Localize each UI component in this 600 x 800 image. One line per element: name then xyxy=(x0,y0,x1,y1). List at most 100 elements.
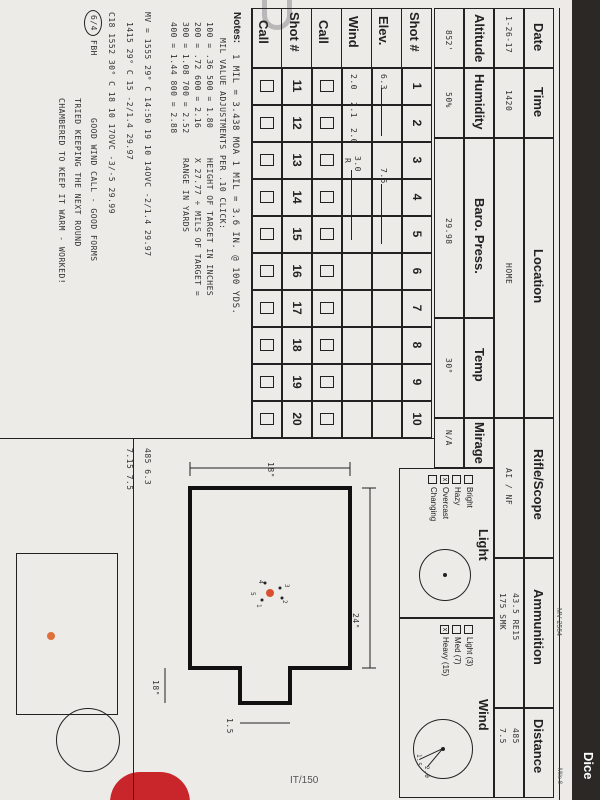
notes-heading: Notes: xyxy=(231,12,242,44)
shot-number: 13 xyxy=(290,153,304,167)
elev-value-4: 7.5 xyxy=(379,168,388,184)
call-checkbox[interactable] xyxy=(260,228,274,240)
wind-option-med: Med (7) xyxy=(453,637,462,665)
light-overcast-checkbox[interactable]: x xyxy=(440,475,449,484)
call-checkbox[interactable] xyxy=(320,117,334,129)
shot-number: 5 xyxy=(410,230,424,238)
call-checkbox[interactable] xyxy=(320,413,334,425)
call-checkbox[interactable] xyxy=(320,376,334,388)
secondary-target-circle xyxy=(56,708,120,772)
wind-heavy-checkbox[interactable]: x xyxy=(440,625,449,634)
wind-light-checkbox[interactable] xyxy=(464,625,473,634)
shot-mark-4: 1 xyxy=(255,604,262,609)
date-value: 1-26-17 xyxy=(504,16,513,54)
call-checkbox[interactable] xyxy=(320,154,334,166)
call-checkbox[interactable] xyxy=(260,302,274,314)
rifle-label: Rifle/Scope xyxy=(531,449,546,520)
ammo-label: Ammunition xyxy=(531,589,546,665)
wind-option-heavy: Heavy (15) xyxy=(441,637,450,677)
light-option-bright: Bright xyxy=(465,487,474,508)
call-checkbox[interactable] xyxy=(260,413,274,425)
data-book-page xyxy=(0,0,572,800)
mirage-label: Mirage xyxy=(472,422,487,464)
light-changing-checkbox[interactable] xyxy=(428,475,437,484)
grid-cell xyxy=(372,105,402,142)
wind-row-label: Wind xyxy=(346,16,361,48)
wind-dial-mark-2: 2.0 xyxy=(423,766,430,779)
wind-dial-mark-1: 1.5 xyxy=(415,754,422,767)
fbh-circle: 6/4 xyxy=(84,10,102,36)
humidity-label: Humidity xyxy=(472,74,487,130)
grid-cell xyxy=(342,179,372,216)
call-checkbox[interactable] xyxy=(320,265,334,277)
grid-cell xyxy=(342,216,372,253)
humidity-value: 50% xyxy=(444,92,453,108)
light-hazy-checkbox[interactable] xyxy=(452,475,461,484)
wind-value-3: 2.0 xyxy=(349,128,358,144)
baro-value: 29.98 xyxy=(444,218,453,245)
shot-number: 6 xyxy=(410,267,424,275)
date-cell: Date xyxy=(524,8,554,68)
shot-number: 17 xyxy=(290,301,304,315)
call-checkbox[interactable] xyxy=(260,80,274,92)
comment-1: GOOD WIND CALL - GOOD FORMS xyxy=(89,118,98,262)
wind-value-4: 3.0 xyxy=(353,156,362,172)
call-checkbox[interactable] xyxy=(260,117,274,129)
call-checkbox[interactable] xyxy=(320,302,334,314)
light-bright-checkbox[interactable] xyxy=(464,475,473,484)
light-panel: Light Bright Hazy x Overcast Changing xyxy=(399,468,494,618)
call-checkbox[interactable] xyxy=(260,191,274,203)
shot-number: 4 xyxy=(410,193,424,201)
grid-cell xyxy=(372,290,402,327)
fbh-circle-text: 6/4 xyxy=(89,15,98,31)
time-cell: Time xyxy=(524,68,554,138)
shot-mark-1: 3 xyxy=(283,584,290,589)
notes-table-4: 400 = 1.44 800 = 2.88 xyxy=(169,22,178,134)
shot-row2-label: Shot # xyxy=(287,12,302,52)
grid-cell xyxy=(372,253,402,290)
call-row-label: Call xyxy=(316,20,331,44)
location-value: HOME xyxy=(504,263,513,285)
shot-number: 11 xyxy=(290,79,304,93)
distance-value-2: 7.5 xyxy=(498,728,507,744)
fbh-label: FBH xyxy=(89,40,98,56)
shot-number: 12 xyxy=(290,116,304,130)
altitude-value: 852' xyxy=(444,30,453,52)
call-checkbox[interactable] xyxy=(320,191,334,203)
call-checkbox[interactable] xyxy=(320,80,334,92)
red-sticker xyxy=(110,772,190,800)
elev-row-label: Elev. xyxy=(376,16,391,46)
grid-cell xyxy=(372,179,402,216)
call-checkbox[interactable] xyxy=(260,376,274,388)
light-dial xyxy=(419,549,471,601)
time-label: Time xyxy=(531,87,546,118)
temp-label: Temp xyxy=(472,348,487,382)
grid-cell xyxy=(372,401,402,438)
target-width-label: 24" xyxy=(351,613,360,629)
shot-number: 19 xyxy=(290,375,304,389)
shot-number: 20 xyxy=(290,412,304,426)
call-checkbox[interactable] xyxy=(260,154,274,166)
grid-cell xyxy=(342,364,372,401)
shot-number: 2 xyxy=(410,119,424,127)
shot-number: 16 xyxy=(290,264,304,278)
wind-med-checkbox[interactable] xyxy=(452,625,461,634)
rifle-value: AI / NF xyxy=(504,468,513,506)
rifle-cell: Rifle/Scope xyxy=(524,418,554,558)
rotated-form: Date Time Location Rifle/Scope Ammunitio… xyxy=(0,8,562,800)
wind-panel-label: Wind xyxy=(476,699,491,731)
light-option-changing: Changing xyxy=(429,487,438,522)
background-edge: Dice xyxy=(572,0,600,800)
log-line-3: C18 1552 30° C 18 10 17OVC -3/-5 29.99 xyxy=(107,12,116,215)
call-checkbox[interactable] xyxy=(260,265,274,277)
shot-mark-2: 2 xyxy=(281,600,288,605)
secondary-target-box xyxy=(16,553,118,715)
call-checkbox[interactable] xyxy=(320,339,334,351)
shot-number: 8 xyxy=(410,341,424,349)
call-checkbox[interactable] xyxy=(320,228,334,240)
shot-number: 14 xyxy=(290,190,304,204)
grid-label-column xyxy=(252,8,432,68)
grid-cell xyxy=(342,253,372,290)
call-checkbox[interactable] xyxy=(260,339,274,351)
